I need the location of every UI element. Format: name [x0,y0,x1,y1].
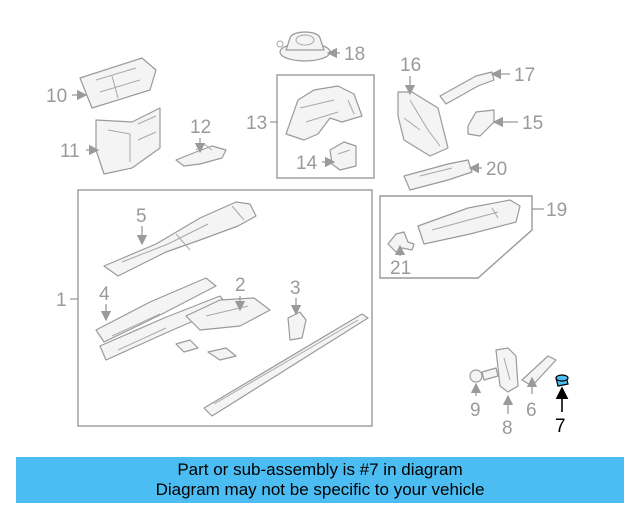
callout-2: 2 [235,275,246,296]
part-13 [285,85,363,141]
part-16 [397,91,449,157]
group-box-1 [77,189,373,427]
callout-1: 1 [56,290,67,311]
callout-20: 20 [486,159,507,180]
callout-16: 16 [400,55,421,76]
callout-11: 11 [60,141,80,162]
callout-7: 7 [555,416,566,437]
part-3 [287,311,307,341]
part-2 [185,297,271,331]
callout-8: 8 [502,418,513,439]
part-18 [276,31,331,62]
part-6 [521,355,557,387]
callout-9: 9 [470,400,481,421]
callout-12: 12 [190,117,211,138]
part-21 [387,231,415,253]
leader-lines [70,47,569,414]
parts-diagram: 1 2 3 4 5 6 7 8 9 10 11 12 13 14 15 16 1… [46,31,569,439]
callout-18: 18 [344,44,365,65]
part-17 [439,71,495,105]
callout-4: 4 [99,284,110,305]
callout-6: 6 [526,400,537,421]
banner-line-disclaimer: Diagram may not be specific to your vehi… [155,480,485,499]
callout-21: 21 [390,258,411,279]
callout-19: 19 [546,200,567,221]
callout-3: 3 [290,278,301,299]
callout-15: 15 [522,113,543,134]
group-box-19 [379,195,533,279]
callout-10: 10 [46,86,67,107]
part-8 [495,347,519,393]
part-12 [175,143,227,167]
part-5 [103,201,257,277]
group-box-13 [276,74,375,179]
part-19 [417,199,521,245]
callout-13: 13 [246,113,267,134]
part-9 [469,367,499,383]
part-4-bracket [175,339,237,361]
part-15 [467,109,495,137]
callout-17: 17 [514,65,535,86]
part-11 [95,107,161,175]
part-10 [79,57,157,109]
info-banner: Part or sub-assembly is #7 in diagram Di… [16,457,624,503]
callout-5: 5 [136,206,147,227]
part-14 [329,141,357,171]
part-1-rail [203,313,369,417]
part-7-highlighted [555,374,569,387]
callout-14: 14 [296,153,318,174]
part-20 [403,159,473,191]
banner-line-part-number: Part or sub-assembly is #7 in diagram [177,460,463,479]
